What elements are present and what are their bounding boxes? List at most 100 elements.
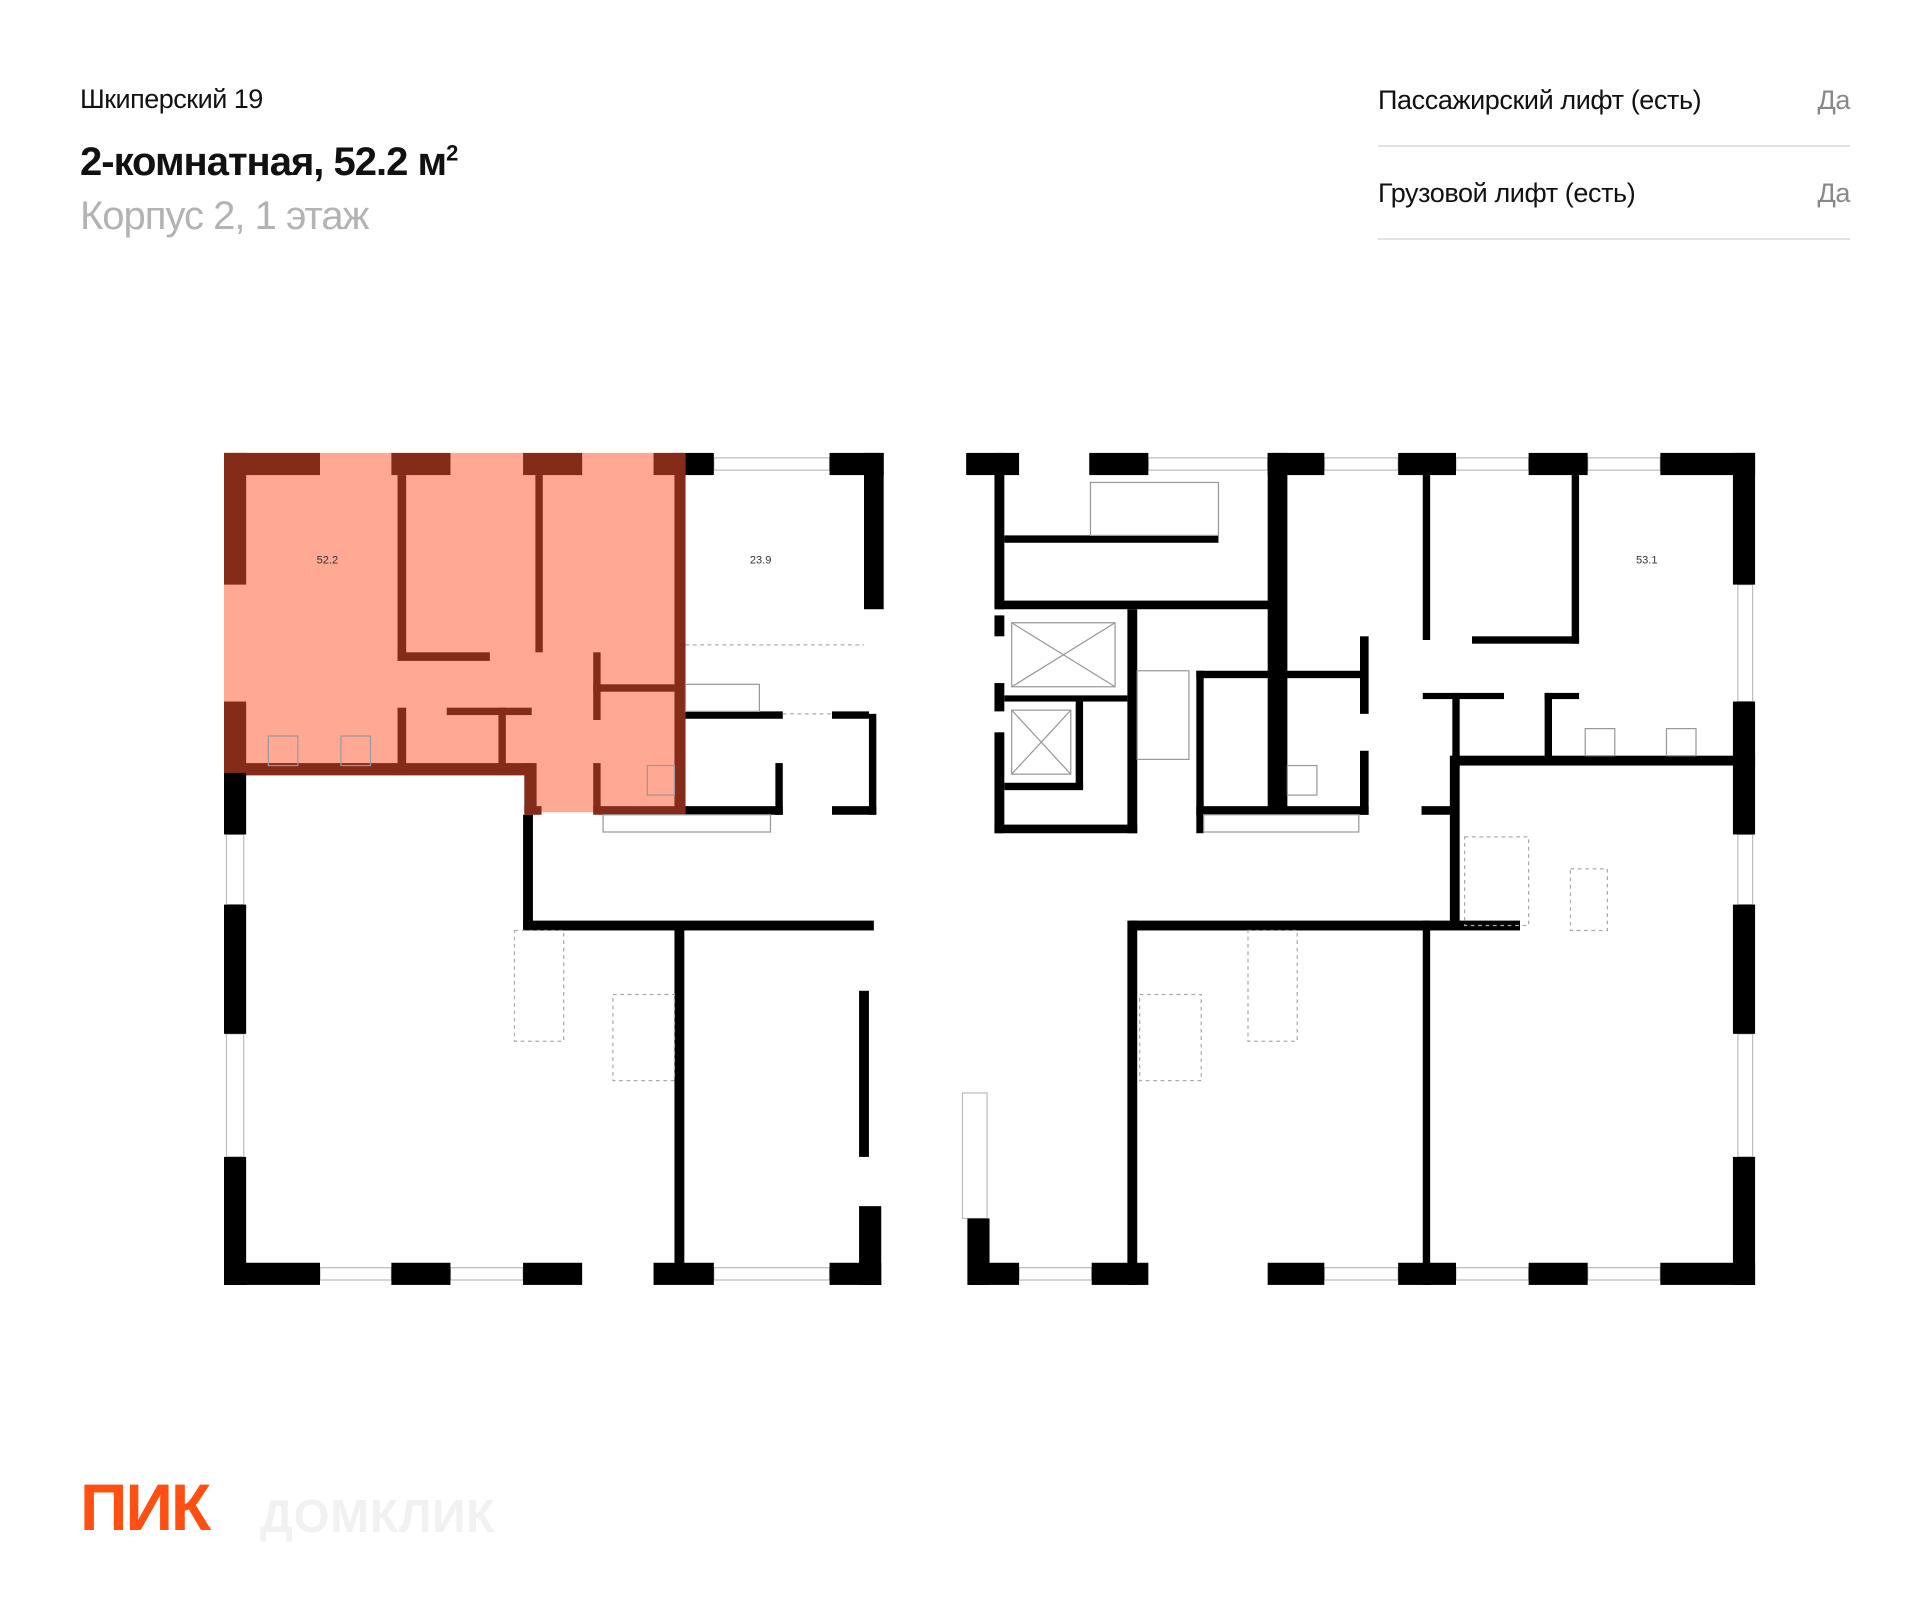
wall: [593, 763, 601, 813]
building-walls: [224, 452, 1756, 1285]
feature-label: Пассажирский лифт (есть): [1378, 84, 1702, 115]
wall: [859, 1206, 882, 1285]
wall: [994, 824, 1138, 834]
window: [961, 1092, 988, 1220]
room-area-label: 53.1: [1636, 555, 1658, 567]
wall: [523, 452, 583, 476]
feature-freight-lift: Грузовой лифт (есть) Да: [1378, 148, 1850, 240]
feature-passenger-lift: Пассажирский лифт (есть) Да: [1378, 55, 1850, 147]
wall: [498, 707, 506, 770]
wall: [224, 452, 247, 585]
wall: [1004, 782, 1084, 791]
room-area-label: 23.9: [750, 555, 772, 567]
wall: [1398, 452, 1456, 476]
wall: [674, 452, 686, 813]
feature-value: Да: [1817, 84, 1850, 115]
wall: [685, 452, 714, 476]
wall: [1732, 904, 1756, 1034]
window: [1737, 833, 1754, 906]
wall: [593, 684, 675, 692]
window: [1455, 1267, 1530, 1281]
wall: [994, 683, 1005, 712]
wall: [1196, 806, 1369, 815]
wall: [224, 904, 247, 1034]
wall: [1196, 670, 1204, 834]
wall: [524, 763, 537, 813]
window: [1323, 1267, 1399, 1281]
wall: [1452, 755, 1756, 766]
wall: [224, 1262, 320, 1285]
wall: [1091, 1262, 1149, 1285]
wall: [1528, 1262, 1588, 1285]
wall: [224, 701, 247, 773]
apartment-title-text: 2-комнатная, 52.2 м: [80, 140, 447, 184]
wall: [391, 1262, 451, 1285]
wall: [864, 452, 884, 610]
room-area-labels: 52.2 23.9 53.1: [317, 555, 1658, 567]
wall: [523, 1262, 583, 1285]
wall: [446, 707, 532, 716]
window: [713, 457, 831, 471]
wall: [832, 711, 869, 719]
wall: [391, 452, 451, 476]
wall: [1267, 452, 1288, 815]
wall: [1452, 692, 1460, 757]
wall: [523, 814, 533, 930]
wall: [966, 452, 1020, 476]
wall: [1472, 636, 1580, 644]
wall: [1267, 1262, 1325, 1285]
window: [1323, 457, 1399, 471]
wall: [224, 1156, 247, 1285]
wall: [523, 920, 874, 931]
wall: [1528, 452, 1588, 476]
feature-value: Да: [1817, 177, 1850, 208]
wall: [1075, 701, 1084, 788]
apartment-title: 2-комнатная, 52.2 м2: [80, 140, 458, 185]
room-area-label: 52.2: [317, 555, 339, 567]
window: [1587, 457, 1661, 471]
wall: [397, 475, 407, 659]
wall: [524, 806, 542, 815]
wall: [1422, 920, 1431, 1285]
wall: [685, 711, 783, 719]
wall: [224, 763, 532, 776]
wall: [1422, 475, 1431, 640]
wall: [994, 600, 1280, 610]
wall: [859, 990, 869, 1157]
wall: [224, 772, 247, 835]
wall: [1660, 452, 1756, 476]
wall: [1196, 670, 1367, 679]
wall: [868, 713, 877, 815]
window: [1147, 457, 1269, 471]
wall: [1127, 609, 1138, 834]
wall: [1422, 692, 1504, 700]
wall: [685, 806, 783, 815]
window: [1587, 1267, 1661, 1281]
wall: [1571, 475, 1580, 644]
wall: [224, 452, 320, 476]
wall: [967, 1218, 990, 1285]
window: [713, 1267, 831, 1281]
wall: [1544, 692, 1552, 757]
wall: [994, 615, 1005, 637]
wall: [653, 1262, 714, 1285]
pik-logo: ПИК: [80, 1470, 211, 1544]
building-floor: Корпус 2, 1 этаж: [80, 194, 369, 238]
dashed-lines: [513, 644, 1608, 1082]
wall: [1421, 806, 1453, 815]
wall: [1544, 692, 1580, 700]
window: [319, 1267, 393, 1281]
project-name: Шкиперский 19: [80, 84, 263, 114]
window: [225, 833, 245, 906]
window: [1737, 584, 1754, 703]
fixtures: [267, 481, 1697, 833]
highlighted-apartment-walls: [224, 452, 686, 815]
wall: [1732, 452, 1756, 585]
wall: [1360, 636, 1369, 714]
wall: [593, 806, 686, 815]
wall: [994, 452, 1005, 610]
wall: [1732, 701, 1756, 835]
wall: [1660, 1262, 1756, 1285]
wall: [535, 475, 543, 653]
